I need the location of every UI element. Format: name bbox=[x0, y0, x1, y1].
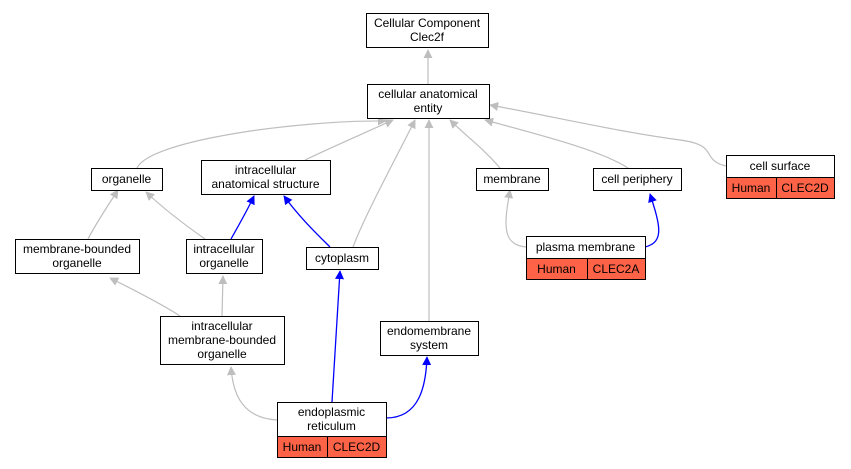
node-box bbox=[366, 13, 489, 48]
node-cytoplasm[interactable]: cytoplasm bbox=[306, 247, 379, 270]
node-label: cell surface bbox=[750, 159, 811, 173]
node-label: membrane bbox=[483, 172, 541, 186]
node-box bbox=[380, 321, 479, 356]
annotation-gene: CLEC2D bbox=[781, 181, 829, 195]
edge-io-ias bbox=[230, 195, 255, 240]
node-box bbox=[277, 402, 387, 437]
edge-er-endo bbox=[385, 356, 432, 419]
annotation-cell bbox=[776, 177, 835, 199]
node-membrane[interactable]: membrane bbox=[476, 168, 549, 191]
edge-organelle-cae bbox=[136, 116, 387, 169]
node-box bbox=[15, 239, 140, 274]
node-box bbox=[367, 84, 490, 119]
annotation-species: Human bbox=[732, 181, 771, 195]
annotation-species: Human bbox=[537, 262, 576, 276]
node-label: cell periphery bbox=[601, 172, 672, 186]
edge-cytoplasm-cae bbox=[352, 119, 416, 248]
annotation-cell bbox=[327, 436, 387, 458]
node-box bbox=[201, 160, 331, 195]
node-box bbox=[186, 239, 263, 274]
edge-cytoplasm-ias bbox=[283, 195, 331, 248]
edge-io-organelle bbox=[145, 191, 206, 240]
edge-ias-cae bbox=[304, 119, 394, 161]
node-box bbox=[160, 316, 285, 365]
node-label: plasma membrane bbox=[536, 240, 636, 254]
edge-er-cytoplasm bbox=[331, 270, 344, 403]
annotation-cell bbox=[587, 258, 646, 280]
node-box bbox=[593, 168, 682, 191]
node-periphery[interactable]: cell periphery bbox=[593, 168, 682, 191]
annotation-species: Human bbox=[283, 440, 322, 454]
node-box bbox=[476, 168, 549, 191]
node-label: organelle bbox=[102, 172, 152, 186]
node-label: cytoplasm bbox=[315, 251, 369, 265]
edge-pm-periphery bbox=[644, 193, 660, 248]
edge-periphery-cae bbox=[484, 117, 629, 169]
edge-pm-membrane bbox=[504, 189, 527, 248]
annotation-gene: CLEC2D bbox=[333, 440, 381, 454]
annotation-gene: CLEC2A bbox=[593, 262, 640, 276]
edge-membrane-cae bbox=[449, 119, 501, 169]
node-box bbox=[306, 247, 379, 270]
edge-surface-cae bbox=[489, 102, 727, 167]
edge-imbo-mbo bbox=[109, 277, 181, 317]
node-organelle[interactable]: organelle bbox=[91, 168, 163, 191]
node-box bbox=[91, 168, 163, 191]
edge-mbo-organelle bbox=[87, 189, 119, 240]
edge-er-imbo bbox=[227, 366, 278, 421]
edges-layer bbox=[87, 49, 727, 421]
edge-imbo-io bbox=[218, 275, 228, 317]
